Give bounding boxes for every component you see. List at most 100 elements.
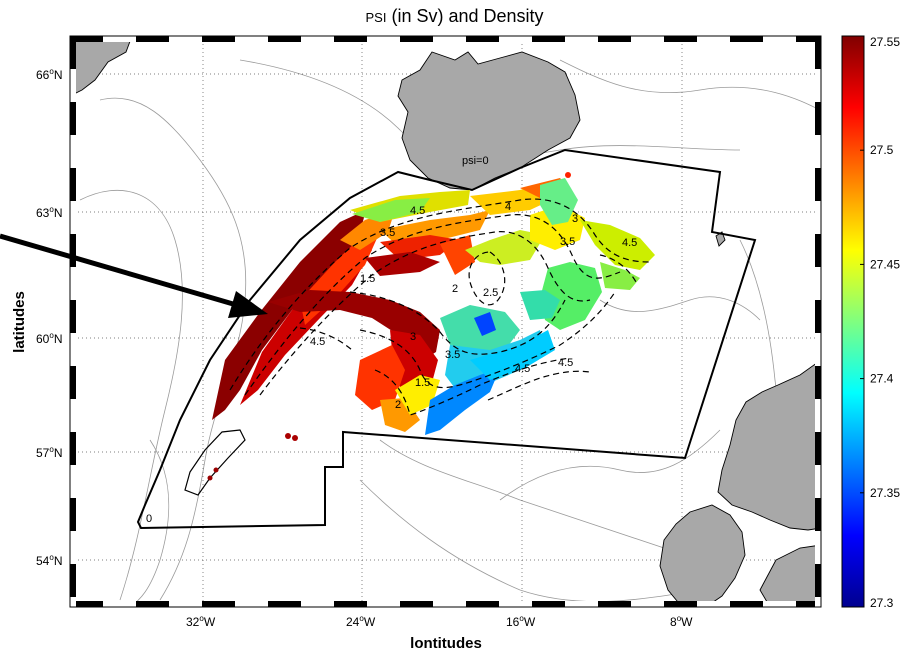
frame-segment [664, 36, 697, 42]
frame-segment [202, 36, 235, 42]
frame-segment [70, 102, 76, 135]
colorbar-tick-label: 27.35 [870, 486, 900, 500]
frame-segment [235, 36, 268, 42]
frame-segment [499, 36, 532, 42]
contour-label: 4.5 [558, 357, 573, 369]
frame-segment [70, 201, 76, 234]
frame-segment [70, 36, 76, 69]
frame-segment [70, 432, 76, 465]
frame-segment [70, 597, 76, 607]
y-tick-label: 54oN [36, 553, 62, 568]
frame-segment [70, 300, 76, 333]
frame-segment [70, 135, 76, 168]
contour-label: 4.5 [410, 205, 425, 217]
frame-segment [433, 601, 466, 607]
frame-segment [815, 135, 821, 168]
frame-segment [815, 69, 821, 102]
frame-segment [466, 601, 499, 607]
contour-label: 4.5 [515, 363, 530, 375]
frame-segment [70, 69, 76, 102]
x-tick-labels: 32oW 24oW 16oW 8oW [186, 614, 693, 629]
title-rest: (in Sv) and Density [386, 6, 544, 26]
y-tick-label: 63oN [36, 205, 62, 220]
frame-segment [334, 36, 367, 42]
map-frame [69, 35, 822, 608]
contour-label-psi0: psi=0 [462, 155, 489, 167]
frame-segment [103, 601, 136, 607]
contour-label: 4.5 [310, 336, 325, 348]
colorbar [841, 35, 865, 608]
frame-segment [815, 333, 821, 366]
frame-segment [136, 601, 169, 607]
contour-label: 2 [452, 283, 458, 295]
frame-segment [815, 465, 821, 498]
frame-segment [70, 465, 76, 498]
frame-segment [815, 366, 821, 399]
frame-segment [301, 601, 334, 607]
frame-segment [815, 498, 821, 531]
title-psi: PSI [365, 10, 387, 25]
frame-segment [70, 267, 76, 300]
frame-outline [69, 35, 822, 608]
frame-segment [367, 36, 400, 42]
colorbar-tick-label: 27.45 [870, 257, 900, 271]
colorbar-tick-label: 27.4 [870, 372, 894, 386]
frame-segment [763, 601, 796, 607]
frame-segment [70, 498, 76, 531]
contour-label: 4 [505, 201, 511, 213]
colorbar-tick-label: 27.55 [870, 35, 900, 49]
frame-segment [815, 531, 821, 564]
frame-segment [815, 432, 821, 465]
frame-segment [664, 601, 697, 607]
frame-segment [697, 601, 730, 607]
scotland [717, 359, 821, 531]
contour-label: 4.5 [622, 237, 637, 249]
colorbar-tick-label: 27.3 [870, 596, 894, 610]
frame-segment [815, 267, 821, 300]
frame-segment [400, 601, 433, 607]
land-masses [70, 36, 821, 607]
frame-segment [631, 36, 664, 42]
frame-segment [815, 399, 821, 432]
frame-segment [70, 564, 76, 597]
frame-segment [598, 36, 631, 42]
frame-segment [763, 36, 796, 42]
contour-label: 2.5 [483, 287, 498, 299]
contour-label: 3.5 [445, 349, 460, 361]
frame-segment [631, 601, 664, 607]
frame-segment [70, 531, 76, 564]
frame-segment [70, 168, 76, 201]
y-tick-label: 66oN [36, 67, 62, 82]
map-title: PSI (in Sv) and Density [0, 6, 909, 27]
frame-segment [730, 601, 763, 607]
frame-segment [268, 36, 301, 42]
frame-segment [499, 601, 532, 607]
frame-segment [169, 601, 202, 607]
frame-segment [235, 601, 268, 607]
y-tick-labels: 66oN 63oN 60oN 57oN 54oN [36, 67, 62, 568]
frame-segment [796, 36, 821, 42]
x-tick-label: 24oW [346, 614, 376, 629]
y-tick-label: 57oN [36, 445, 62, 460]
contour-label: 3.5 [560, 236, 575, 248]
frame-segment [815, 201, 821, 234]
x-tick-label: 16oW [506, 614, 536, 629]
frame-segment [367, 601, 400, 607]
frame-segment [70, 366, 76, 399]
britain-south [759, 544, 821, 607]
frame-segment [334, 601, 367, 607]
y-axis-title: latitudes [11, 291, 28, 353]
frame-segment [815, 168, 821, 201]
frame-segment [70, 36, 103, 42]
frame-segment [301, 36, 334, 42]
frame-segment [815, 36, 821, 69]
x-tick-label: 32oW [186, 614, 216, 629]
frame-segment [202, 601, 235, 607]
frame-segment [466, 36, 499, 42]
frame-segment [815, 234, 821, 267]
frame-segment [70, 333, 76, 366]
frame-segment [70, 234, 76, 267]
frame-segment [565, 601, 598, 607]
